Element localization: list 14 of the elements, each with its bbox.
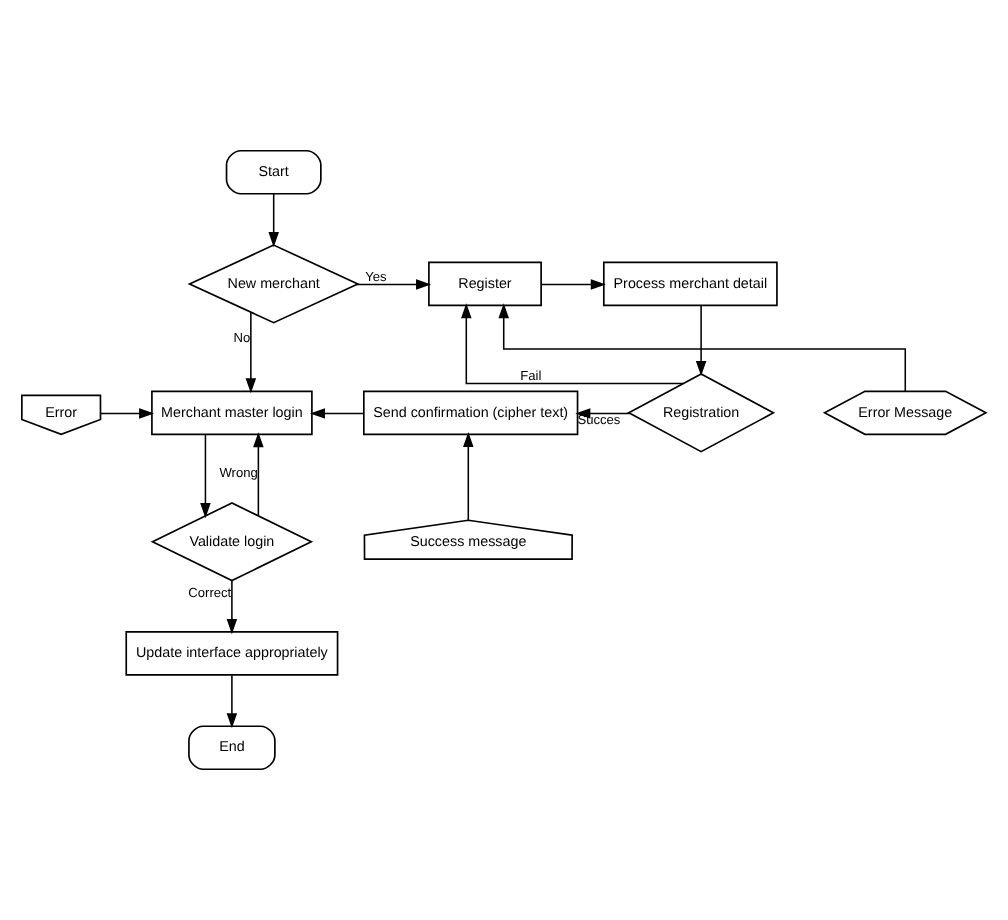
arrow [99,408,155,419]
arrow [309,408,365,419]
arrow [268,193,279,248]
arrow [200,433,211,519]
arrow [226,580,238,635]
arrow [245,311,257,394]
arrow [355,279,432,290]
arrow [540,279,606,290]
arrow [253,432,264,517]
arrow [498,303,907,392]
arrow [461,303,684,385]
arrow [463,432,474,521]
arrow [695,305,707,376]
arrow [226,674,238,729]
